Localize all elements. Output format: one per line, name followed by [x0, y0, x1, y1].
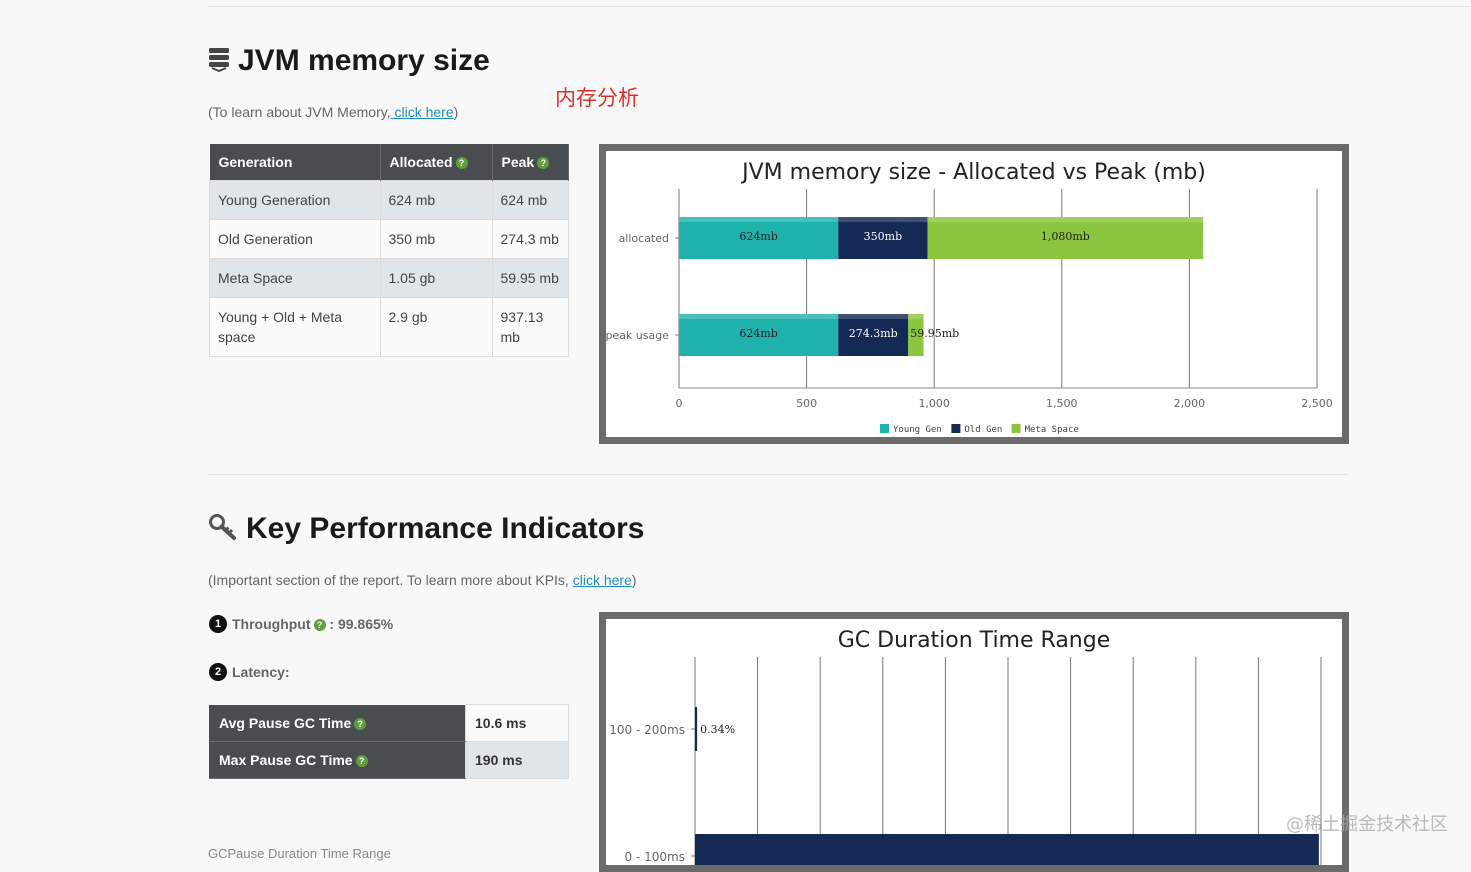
- number-badge: 1: [209, 615, 227, 633]
- kpi-title: Key Performance Indicators: [246, 512, 645, 545]
- bar-highlight: [908, 314, 924, 319]
- x-tick-label: 2,500: [1301, 397, 1333, 410]
- avg-pause-value: 10.6 ms: [465, 704, 569, 742]
- data-label: 0.34%: [700, 723, 735, 736]
- legend-entry: Young Gen: [893, 425, 942, 435]
- key-icon: [208, 513, 238, 546]
- data-label: 59.95mb: [910, 327, 959, 340]
- watermark: @稀土掘金技术社区: [1286, 814, 1448, 835]
- latency-kpi: 2 Latency:: [209, 663, 290, 681]
- throughput-value: : 99.865%: [325, 616, 394, 632]
- kpi-heading: Key Performance Indicators: [208, 512, 644, 546]
- gc-duration-chart-svg: GC Duration Time Range 100 - 200ms 0.34% 0 …: [609, 628, 1322, 865]
- table-header-row: Generation Allocated? Peak?: [209, 144, 569, 181]
- header-peak: Peak?: [492, 144, 569, 181]
- header-allocated: Allocated?: [380, 144, 493, 181]
- y-category-label: peak usage: [606, 329, 669, 342]
- header-generation: Generation: [209, 144, 381, 181]
- kpi-note: (Important section of the report. To lea…: [208, 572, 637, 588]
- legend-swatch: [951, 424, 961, 433]
- table-row: Max Pause GC Time? 190 ms: [209, 741, 569, 779]
- page-title: JVM memory size: [238, 44, 490, 77]
- memory-chart: JVM memory size - Allocated vs Peak (mb)…: [599, 144, 1349, 444]
- y-category-label: allocated: [619, 232, 669, 245]
- x-tick-label: 1,500: [1046, 397, 1078, 410]
- top-divider: [208, 6, 1470, 7]
- help-icon[interactable]: ?: [537, 157, 550, 170]
- bar-highlight: [679, 217, 839, 222]
- help-icon[interactable]: ?: [313, 619, 326, 632]
- data-label: 624mb: [739, 327, 777, 340]
- y-category-label: 100 - 200ms: [609, 723, 685, 737]
- help-icon[interactable]: ?: [354, 718, 367, 731]
- table-row: Avg Pause GC Time? 10.6 ms: [209, 704, 569, 742]
- gc-duration-chart: GC Duration Time Range 100 - 200ms 0.34% 0 …: [599, 612, 1349, 872]
- number-badge: 2: [209, 663, 227, 681]
- x-tick-label: 1,000: [918, 397, 950, 410]
- kpi-learn-link[interactable]: click here: [572, 572, 632, 588]
- x-tick-label: 500: [796, 397, 817, 410]
- memory-learn-link[interactable]: click here: [390, 104, 454, 120]
- legend-entry: Meta Space: [1025, 425, 1079, 435]
- bar-highlight: [838, 217, 928, 222]
- y-category-label: 0 - 100ms: [625, 850, 685, 864]
- throughput-kpi: 1 Throughput? : 99.865%: [209, 615, 393, 633]
- help-icon[interactable]: ?: [355, 755, 368, 768]
- legend-swatch: [1011, 424, 1021, 433]
- legend-entry: Old Gen: [964, 425, 1002, 435]
- data-label: 350mb: [864, 230, 902, 243]
- data-label: 624mb: [739, 230, 777, 243]
- red-annotation: 内存分析: [555, 86, 639, 110]
- jvm-memory-heading: JVM memory size: [208, 44, 490, 78]
- help-icon[interactable]: ?: [455, 157, 468, 170]
- avg-pause-label: Avg Pause GC Time?: [209, 704, 466, 742]
- pause-range-label: GCPause Duration Time Range: [208, 846, 391, 861]
- memory-table: Generation Allocated? Peak? Young Genera…: [209, 144, 569, 357]
- bar-highlight: [838, 314, 909, 319]
- bar-segment: [679, 314, 839, 356]
- chart-title: JVM memory size - Allocated vs Peak (mb): [740, 160, 1206, 185]
- database-icon: [208, 46, 230, 77]
- bar-segment: [908, 314, 924, 356]
- max-pause-value: 190 ms: [465, 741, 569, 779]
- max-pause-label: Max Pause GC Time?: [209, 741, 466, 779]
- bar-segment: [679, 217, 839, 259]
- memory-chart-svg: JVM memory size - Allocated vs Peak (mb)…: [606, 160, 1333, 435]
- latency-table: Avg Pause GC Time? 10.6 ms Max Pause GC …: [209, 704, 569, 779]
- section-divider: [208, 474, 1348, 475]
- x-tick-label: 0: [676, 397, 683, 410]
- memory-note: (To learn about JVM Memory, click here): [208, 104, 459, 120]
- bar: [695, 707, 698, 751]
- table-row: Young + Old + Meta space 2.9 gb 937.13 m…: [209, 297, 569, 357]
- bar-highlight: [927, 217, 1204, 222]
- chart-title: GC Duration Time Range: [838, 628, 1111, 653]
- table-row: Meta Space 1.05 gb 59.95 mb: [209, 258, 569, 298]
- legend-swatch: [880, 424, 889, 433]
- data-label: 1,080mb: [1041, 230, 1090, 243]
- bar: [695, 834, 1319, 865]
- bar-segment: [838, 217, 928, 259]
- bar-highlight: [679, 314, 839, 319]
- x-tick-label: 2,000: [1174, 397, 1206, 410]
- bar-segment: [927, 217, 1204, 259]
- bar-segment: [838, 314, 909, 356]
- table-row: Old Generation 350 mb 274.3 mb: [209, 219, 569, 259]
- table-row: Young Generation 624 mb 624 mb: [209, 180, 569, 220]
- data-label: 274.3mb: [849, 327, 898, 340]
